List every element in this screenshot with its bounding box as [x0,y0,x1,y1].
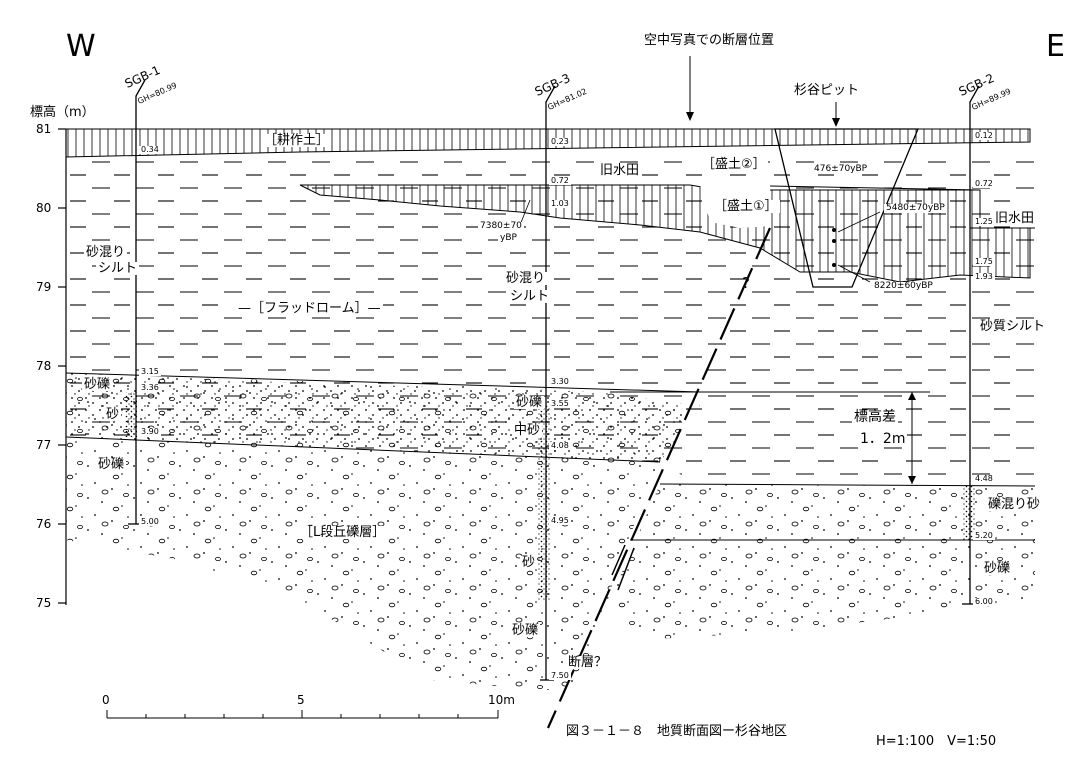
layer-old-paddy: 旧水田 [598,163,642,178]
pit-label: 杉谷ピット [794,83,860,98]
layer-flood-loam: —［フラッドローム］— [236,301,383,316]
depth-label: 5.00 [139,517,161,526]
figure-caption: 図３－１－８ 地質断面図ー杉谷地区 [566,724,788,739]
depth-label: 4.08 [549,441,571,450]
layer-sandy-silt-center-2: シルト [508,289,552,304]
layer-medium-sand: 中砂 [512,423,543,438]
layer-sand-gravel-2: 砂礫 [96,457,127,472]
depth-label: 0.72 [973,179,995,188]
layer-terrace-gravel: ［L段丘礫層］ [298,525,388,540]
axis-title: 標高（m） [30,105,95,120]
depth-label: 0.23 [549,137,571,146]
depth-label: 0.12 [973,131,995,140]
gravel-east [610,484,1035,640]
layer-fill-1: ［盛土①］ [712,199,780,214]
tick-77: 77 [36,438,52,452]
layer-old-paddy-east: 旧水田 [993,211,1037,226]
sand-layer [66,373,690,462]
tick-81: 81 [36,122,52,136]
depth-label: 7.50 [549,671,571,680]
depth-label: 5.20 [973,531,995,540]
tick-80: 80 [36,201,52,215]
axis-ticks [58,128,66,604]
layer-sand-gravel: 砂礫 [82,377,113,392]
date-7380: 7380±70 [478,221,524,231]
height-difference-value: 1．2m [858,431,908,447]
east-label: E [1046,29,1065,64]
layer-sandy-silt-center: 砂混り [504,271,548,286]
depth-label: 0.34 [139,145,161,154]
scale-note: H=1:100 V=1:50 [876,734,997,749]
depth-label: 3.15 [139,367,161,376]
pit-outline [774,128,919,288]
depth-label: 0.72 [549,176,571,185]
fault-question-label: 断層？ [566,655,610,670]
date-5480: 5480±70yBP [884,203,947,213]
depth-label: 3.90 [139,427,161,436]
layer-sandy-silt-west-2: シルト [96,261,140,276]
tick-75: 75 [36,596,52,610]
depth-label: 6.00 [973,597,995,606]
depth-label: 4.48 [973,474,995,483]
fault-line [546,227,772,729]
borehole-lines [128,79,980,681]
west-label: W [66,29,96,64]
paddy-layer [299,184,1031,283]
layer-gravel-sand: 礫混り砂 [986,497,1043,512]
depth-label: 3.55 [549,399,571,408]
tick-78: 78 [36,359,52,373]
depth-label: 1.03 [549,199,571,208]
date-8220: 8220±60yBP [872,281,935,291]
layer-sand-gravel-5: 砂礫 [982,561,1013,576]
scale-bar [106,710,499,719]
tick-76: 76 [36,517,52,531]
height-difference-label: 標高差 [852,409,898,425]
depth-label: 1.93 [973,272,995,281]
layer-topsoil: ［耕作土］ [262,133,332,148]
depth-label: 1.25 [973,217,995,226]
layer-sandy-silt-west: 砂混り [84,245,128,260]
layer-sand-2: 砂 [520,555,538,570]
layer-sand-gravel-4: 砂礫 [510,623,541,638]
air-photo-fault-label: 空中写真での断層位置 [644,33,775,48]
layer-fill-2: ［盛土②］ [700,157,768,172]
layer-sand-gravel-3: 砂礫 [514,395,545,410]
scale-zero: 0 [102,693,110,707]
date-7380-unit: yBP [498,233,519,243]
layer-sand: 砂 [104,407,122,422]
depth-label: 1.75 [973,257,995,266]
topsoil-layer [65,128,1031,158]
date-476: 476±70yBP [812,164,870,174]
tick-79: 79 [36,280,52,294]
depth-label: 3.30 [549,377,571,386]
fault-question-mark: ? [742,274,750,292]
scale-five: 5 [297,693,305,707]
layer-sandy-silt-east: 砂質シルト [978,319,1048,334]
scale-ten: 10m [488,693,515,707]
depth-label: 3.36 [139,383,161,392]
depth-label: 4.95 [549,516,571,525]
